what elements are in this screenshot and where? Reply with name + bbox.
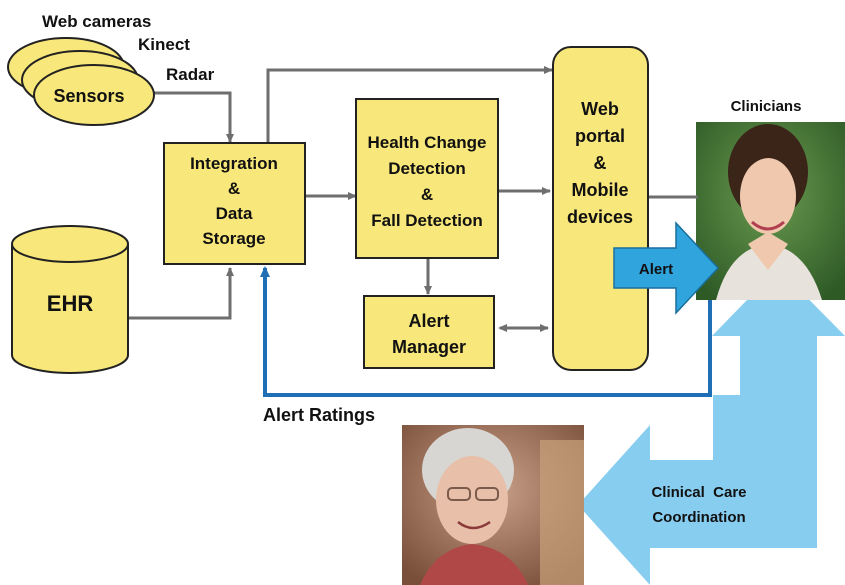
radar-label: Radar xyxy=(166,65,215,84)
alert-manager-line-1: Alert xyxy=(408,311,449,331)
clinician-photo xyxy=(696,122,845,300)
integration-line-2: & xyxy=(228,179,240,198)
health-change-line-3: & xyxy=(421,185,433,204)
alert-arrow xyxy=(613,221,720,315)
clinical-care-arrow xyxy=(578,268,845,585)
connectors xyxy=(125,66,698,332)
health-change-box xyxy=(355,98,499,259)
integration-line-4: Storage xyxy=(202,229,265,248)
clinical-care-line-2: Coordination xyxy=(652,509,745,526)
kinect-label: Kinect xyxy=(138,35,190,54)
health-change-line-1: Health Change xyxy=(367,133,486,152)
web-portal-line-3: & xyxy=(594,153,607,173)
ehr-database xyxy=(11,225,129,374)
clinicians-label: Clinicians xyxy=(731,98,802,115)
sensors-stack xyxy=(7,37,155,126)
web-cameras-label: Web cameras xyxy=(42,12,151,31)
web-portal-line-1: Web xyxy=(581,99,619,119)
alert-manager-line-2: Manager xyxy=(392,337,466,357)
web-portal-line-4: Mobile xyxy=(572,180,629,200)
patient-photo xyxy=(402,425,584,585)
web-portal-box xyxy=(552,46,649,371)
web-portal-line-2: portal xyxy=(575,126,625,146)
web-portal-line-5: devices xyxy=(567,207,633,227)
alert-manager-box xyxy=(363,295,495,369)
integration-line-3: Data xyxy=(216,204,253,223)
integration-line-1: Integration xyxy=(190,154,278,173)
ehr-label: EHR xyxy=(47,291,94,316)
alert-ratings-label: Alert Ratings xyxy=(263,405,375,425)
integration-box xyxy=(163,142,306,265)
sensors-label: Sensors xyxy=(53,86,124,106)
health-change-line-4: Fall Detection xyxy=(371,211,482,230)
alert-arrow-label: Alert xyxy=(639,261,673,278)
health-change-line-2: Detection xyxy=(388,159,465,178)
alert-ratings-loop xyxy=(260,266,712,397)
clinical-care-line-1: Clinical Care xyxy=(651,484,746,501)
